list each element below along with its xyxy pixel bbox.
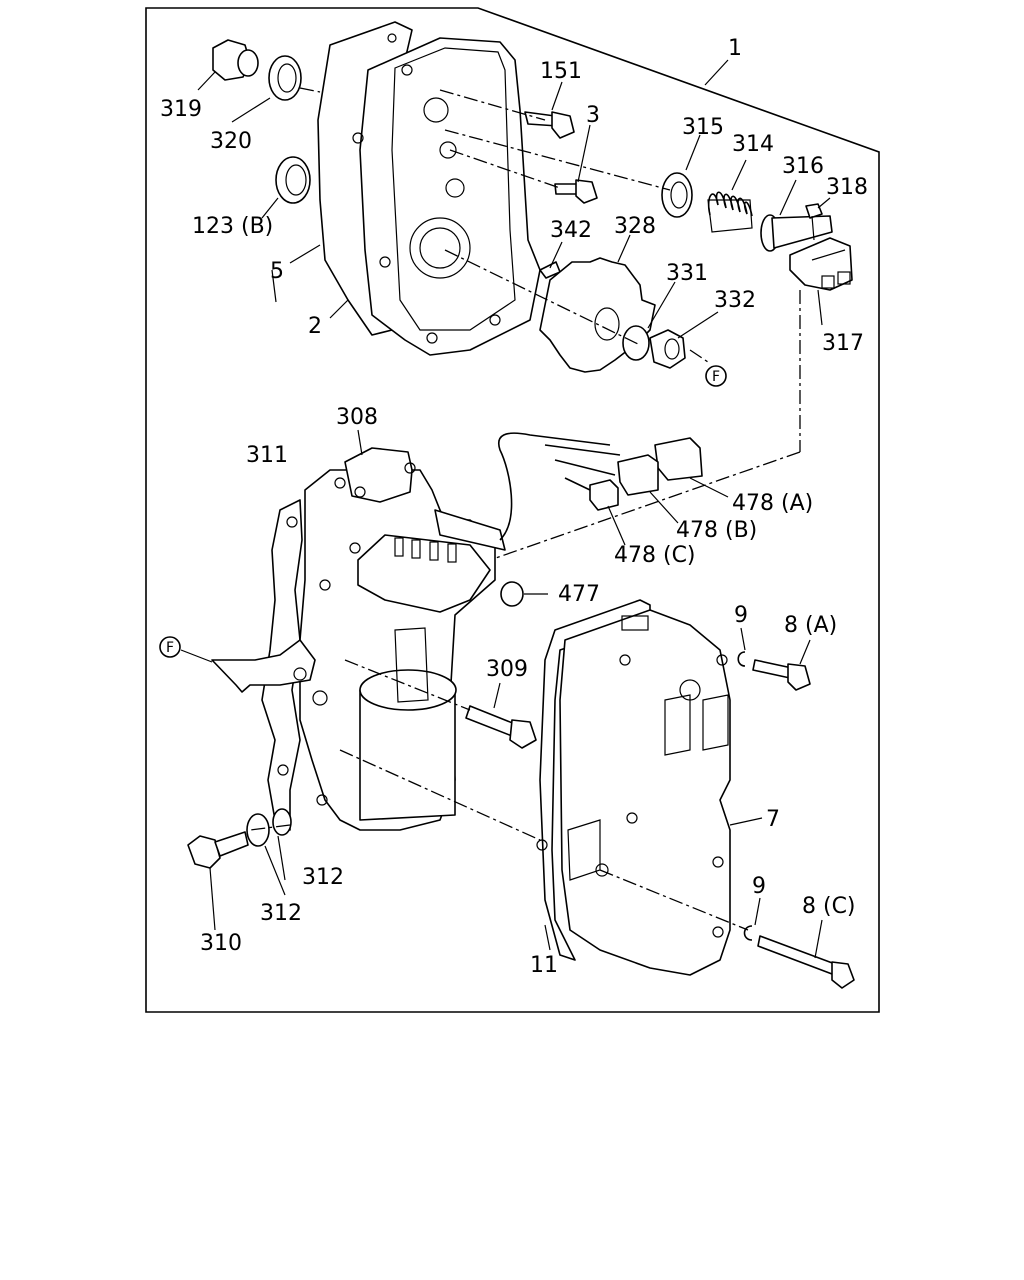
seal-123b	[275, 156, 311, 204]
switch-317	[789, 237, 853, 291]
alignment-line	[489, 451, 801, 561]
solenoid	[359, 627, 457, 821]
callout-8c: 8 (C)	[802, 894, 856, 919]
reference-f-label: F	[712, 369, 720, 385]
leader-lines	[197, 59, 831, 959]
bolt-310	[187, 831, 249, 869]
callout-labels: 1 2 3 5 7 9 9 8 (A) 8 (C) 11 123 (B) 151…	[160, 36, 868, 978]
washer-9b	[743, 925, 753, 941]
callout-309: 309	[486, 657, 528, 682]
callout-342: 342	[550, 218, 592, 243]
washer-9a	[737, 651, 746, 667]
callout-315: 315	[682, 115, 724, 140]
callout-1: 1	[728, 36, 742, 61]
alignment-line	[444, 129, 671, 191]
cover-gasket-11	[539, 599, 651, 961]
bolt-8a	[752, 659, 811, 691]
wire-harness	[544, 444, 621, 491]
reference-f-label: F	[166, 640, 174, 656]
washer-312a	[246, 813, 270, 847]
callout-11: 11	[530, 953, 558, 978]
actuator-308	[334, 447, 416, 503]
spring-314	[707, 191, 753, 233]
lever-pivot	[293, 667, 307, 681]
bolt-3	[554, 179, 598, 204]
callout-478b: 478 (B)	[676, 518, 757, 543]
reference-f-upper: F	[705, 365, 727, 387]
callout-477: 477	[558, 582, 600, 607]
callout-316: 316	[782, 154, 824, 179]
connector-478a	[654, 437, 703, 481]
callout-320: 320	[210, 129, 252, 154]
washer-312b	[272, 808, 292, 836]
alignment-line	[439, 89, 546, 121]
callout-312-lower: 312	[260, 901, 302, 926]
connector-478c	[589, 479, 619, 511]
callout-328: 328	[614, 214, 656, 239]
alignment-line	[599, 869, 749, 931]
callout-2: 2	[308, 314, 322, 339]
lever	[211, 639, 316, 693]
alignment-line	[339, 749, 541, 841]
bolt-8c	[757, 935, 855, 989]
callout-319: 319	[160, 97, 202, 122]
reference-f-lower: F	[159, 636, 213, 663]
alignment-line	[344, 659, 471, 711]
callout-331: 331	[666, 261, 708, 286]
callout-8a: 8 (A)	[784, 613, 837, 638]
alignment-line	[299, 87, 321, 93]
callout-9-lower: 9	[752, 874, 766, 899]
plunger-316	[760, 214, 833, 252]
actuator-rod	[434, 509, 506, 551]
callout-332: 332	[714, 288, 756, 313]
plug-319	[212, 39, 259, 81]
alignment-line	[249, 824, 291, 831]
callout-310: 310	[200, 931, 242, 956]
callout-314: 314	[732, 132, 774, 157]
callout-7: 7	[766, 807, 780, 832]
callout-151: 151	[540, 59, 582, 84]
callout-123b: 123 (B)	[192, 214, 273, 239]
connector-478b	[617, 454, 659, 496]
nut-332	[649, 329, 686, 369]
callout-478a: 478 (A)	[732, 491, 813, 516]
grommet-477	[500, 581, 524, 607]
callout-478c: 478 (C)	[614, 543, 696, 568]
callout-308: 308	[336, 405, 378, 430]
callout-318: 318	[826, 175, 868, 200]
alignment-line	[444, 249, 641, 346]
alignment-line	[689, 349, 709, 363]
assembly-frame	[145, 7, 880, 1013]
wire-harness	[498, 432, 611, 541]
callout-311: 311	[246, 443, 288, 468]
callout-3: 3	[586, 103, 600, 128]
callout-9-upper: 9	[734, 603, 748, 628]
washer-320	[268, 55, 302, 101]
ring-315	[661, 172, 693, 218]
callout-312-upper: 312	[302, 865, 344, 890]
callout-5: 5	[270, 259, 284, 284]
terminal-block	[357, 534, 491, 613]
cover-7	[536, 609, 731, 976]
callout-317: 317	[822, 331, 864, 356]
bolt-309	[465, 705, 537, 749]
alignment-line	[449, 149, 561, 189]
upper-housing	[317, 21, 541, 356]
